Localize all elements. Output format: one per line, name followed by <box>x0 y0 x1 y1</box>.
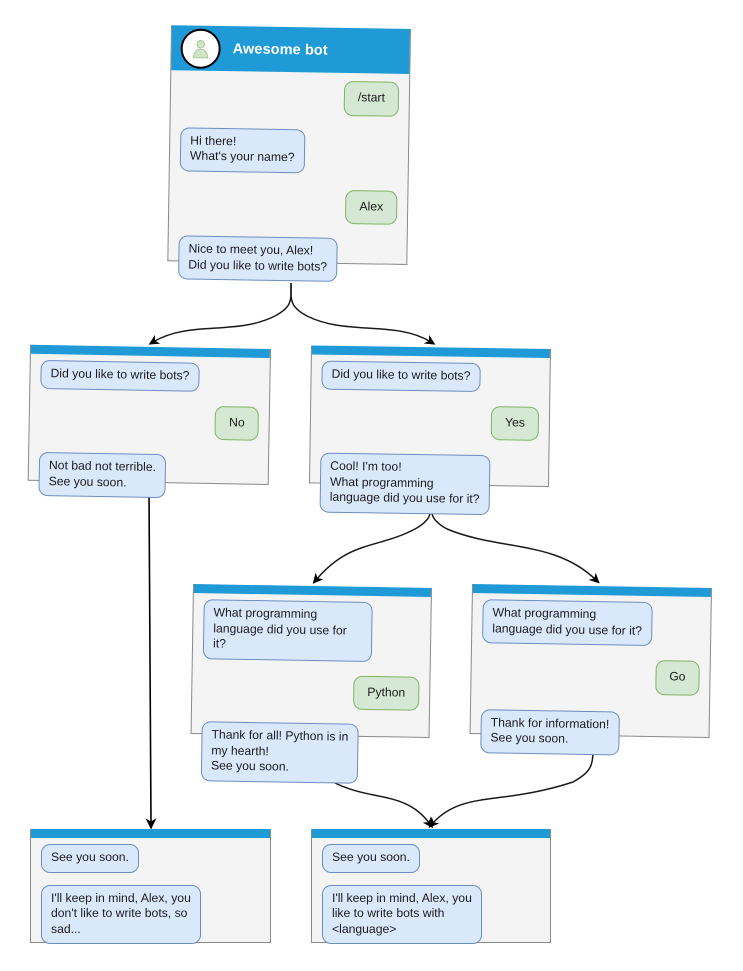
node-body-answer-yes: Did you like to write bots? Yes Cool! I'… <box>310 354 550 515</box>
bot-message-bubble: Not bad not terrible. See you soon. <box>38 451 167 499</box>
message-row: What programming language did you use fo… <box>202 599 421 662</box>
bot-message-bubble: Did you like to write bots? <box>40 359 200 392</box>
message-row: Python <box>202 673 420 711</box>
bot-message-bubble: See you soon. <box>322 844 420 873</box>
user-message-bubble: No <box>214 405 259 441</box>
message-row: Alex <box>179 187 398 225</box>
message-row: No <box>39 402 259 441</box>
flow-node-root[interactable]: Awesome bot /start Hi there! What's your… <box>167 25 411 282</box>
message-row: Did you like to write bots? <box>40 359 259 392</box>
edge-root-to-yes <box>290 282 436 345</box>
node-body-end-happy: See you soon. I'll keep in mind, Alex, y… <box>312 838 550 944</box>
message-row: Cool! I'm too! What programming language… <box>319 452 539 516</box>
flow-node-language-go[interactable]: What programming language did you use fo… <box>469 584 712 755</box>
flow-node-end-happy[interactable]: See you soon. I'll keep in mind, Alex, y… <box>311 829 551 944</box>
bot-message-bubble: Nice to meet you, Alex! Did you like to … <box>178 235 338 282</box>
bot-message-bubble: I'll keep in mind, Alex, you like to wri… <box>322 884 482 944</box>
node-body-answer-no: Did you like to write bots? No Not bad n… <box>29 354 270 499</box>
flow-node-answer-no[interactable]: Did you like to write bots? No Not bad n… <box>27 344 271 499</box>
flow-node-answer-yes[interactable]: Did you like to write bots? Yes Cool! I'… <box>308 345 551 515</box>
person-avatar-icon <box>180 27 221 69</box>
node-header-bar <box>312 829 550 838</box>
node-header-bar <box>31 829 270 838</box>
message-row: Nice to meet you, Alex! Did you like to … <box>178 235 397 282</box>
edge-root-to-no <box>148 282 292 345</box>
message-row: Yes <box>321 403 540 441</box>
user-message-bubble: /start <box>343 80 400 117</box>
user-message-bubble: Python <box>353 675 420 711</box>
flow-node-language-python[interactable]: What programming language did you use fo… <box>190 584 432 784</box>
bot-message-bubble: Did you like to write bots? <box>321 360 481 392</box>
node-body-end-sad: See you soon. I'll keep in mind, Alex, y… <box>31 838 270 944</box>
bot-message-bubble: I'll keep in mind, Alex, you don't like … <box>41 884 201 944</box>
bot-message-bubble: See you soon. <box>41 844 139 873</box>
bot-message-bubble: Thank for information! See you soon. <box>480 708 620 755</box>
bot-message-bubble: Cool! I'm too! What programming language… <box>319 452 491 515</box>
message-row: I'll keep in mind, Alex, you like to wri… <box>322 884 540 944</box>
node-body-root: /start Hi there! What's your name? Alex … <box>168 70 409 282</box>
message-row: Thank for information! See you soon. <box>480 708 699 757</box>
message-row: Did you like to write bots? <box>321 360 539 393</box>
message-row: What programming language did you use fo… <box>482 599 701 647</box>
node-body-language-python: What programming language did you use fo… <box>192 593 431 784</box>
bot-name-title: Awesome bot <box>232 40 328 59</box>
message-row: Go <box>481 657 700 696</box>
bot-message-bubble: What programming language did you use fo… <box>202 599 374 662</box>
user-message-bubble: Yes <box>490 405 540 441</box>
message-row: Hi there! What's your name? <box>179 126 399 174</box>
message-row: See you soon. <box>322 844 540 873</box>
message-row: I'll keep in mind, Alex, you don't like … <box>41 884 260 944</box>
flow-node-end-sad[interactable]: See you soon. I'll keep in mind, Alex, y… <box>30 829 271 944</box>
bot-message-bubble: Thank for all! Python is in my hearth! S… <box>200 721 359 784</box>
user-message-bubble: Alex <box>345 189 398 225</box>
edge-go-to-end-happy <box>428 747 594 828</box>
message-row: /start <box>181 78 400 117</box>
message-row: Not bad not terrible. See you soon. <box>38 451 258 500</box>
message-row: Thank for all! Python is in my hearth! S… <box>200 721 419 784</box>
message-row: See you soon. <box>41 844 260 873</box>
node-body-language-go: What programming language did you use fo… <box>471 593 711 755</box>
user-message-bubble: Go <box>654 660 700 696</box>
bot-message-bubble: Hi there! What's your name? <box>179 126 306 173</box>
bot-message-bubble: What programming language did you use fo… <box>482 599 653 647</box>
node-header-root: Awesome bot <box>171 25 411 74</box>
edge-no-to-end-sad <box>145 492 157 830</box>
